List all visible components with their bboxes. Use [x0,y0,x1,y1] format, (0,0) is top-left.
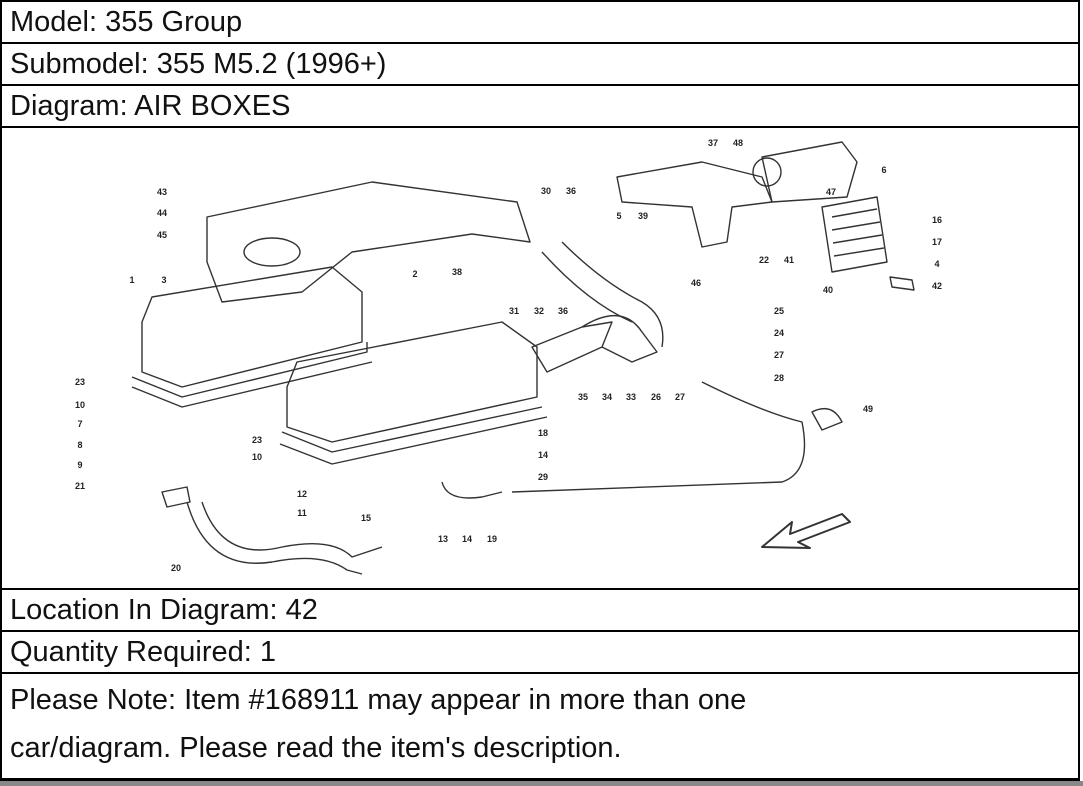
air-box-left [141,266,363,388]
bottom-edge [0,781,1083,786]
location-row: Location In Diagram: 42 [2,590,1078,632]
callout-45: 45 [157,230,167,240]
callout-18: 18 [538,428,548,438]
callout-21: 21 [75,481,85,491]
callout-14: 14 [538,450,548,460]
callout-35: 35 [578,392,588,402]
callout-48: 48 [733,138,743,148]
callout-1: 1 [129,275,134,285]
direction-arrow [761,513,851,549]
callout-11: 11 [297,508,307,518]
callout-33: 33 [626,392,636,402]
hose-20 [201,501,383,558]
quantity-row: Quantity Required: 1 [2,632,1078,674]
callout-10: 10 [75,400,85,410]
callout-47: 47 [826,187,836,197]
diagram-title-row: Diagram: AIR BOXES [2,86,1078,128]
callout-6: 6 [881,165,886,175]
callout-43: 43 [157,187,167,197]
hose-28 [511,381,806,493]
callout-12: 12 [297,489,307,499]
callout-31: 31 [509,306,519,316]
cover-plate [206,181,531,303]
model-row: Model: 355 Group [2,2,1078,44]
callout-2: 2 [412,269,417,279]
callout-36: 36 [566,186,576,196]
callout-42: 42 [932,281,942,291]
air-box-right [286,321,538,443]
callout-16: 16 [932,215,942,225]
callout-15: 15 [361,513,371,523]
callout-14: 14 [462,534,472,544]
filter-box [821,196,888,273]
callout-30: 30 [541,186,551,196]
callout-28: 28 [774,373,784,383]
y-pipe [616,161,773,248]
callout-5: 5 [616,211,621,221]
note-row: Please Note: Item #168911 may appear in … [2,674,1078,781]
callout-41: 41 [784,255,794,265]
callout-38: 38 [452,267,462,277]
callout-3: 3 [161,275,166,285]
callout-34: 34 [602,392,612,402]
callout-27: 27 [774,350,784,360]
callout-17: 17 [932,237,942,247]
callout-25: 25 [774,306,784,316]
callout-20: 20 [171,563,181,573]
callout-27: 27 [675,392,685,402]
callout-8: 8 [77,440,82,450]
callout-22: 22 [759,255,769,265]
callout-36: 36 [558,306,568,316]
submodel-row: Submodel: 355 M5.2 (1996+) [2,44,1078,86]
air-flow-meter [761,141,858,203]
note-line-1: Please Note: Item #168911 may appear in … [10,684,747,716]
callout-23: 23 [75,377,85,387]
callout-23: 23 [252,435,262,445]
callout-4: 4 [934,259,939,269]
callout-39: 39 [638,211,648,221]
callout-26: 26 [651,392,661,402]
callout-9: 9 [77,460,82,470]
callout-13: 13 [438,534,448,544]
callout-37: 37 [708,138,718,148]
callout-29: 29 [538,472,548,482]
callout-24: 24 [774,328,784,338]
callout-49: 49 [863,404,873,414]
callout-7: 7 [77,419,82,429]
callout-40: 40 [823,285,833,295]
callout-10: 10 [252,452,262,462]
callout-32: 32 [534,306,544,316]
callout-46: 46 [691,278,701,288]
intake-duct [531,321,613,373]
callout-19: 19 [487,534,497,544]
note-line-2: car/diagram. Please read the item's desc… [10,732,622,764]
callout-44: 44 [157,208,167,218]
